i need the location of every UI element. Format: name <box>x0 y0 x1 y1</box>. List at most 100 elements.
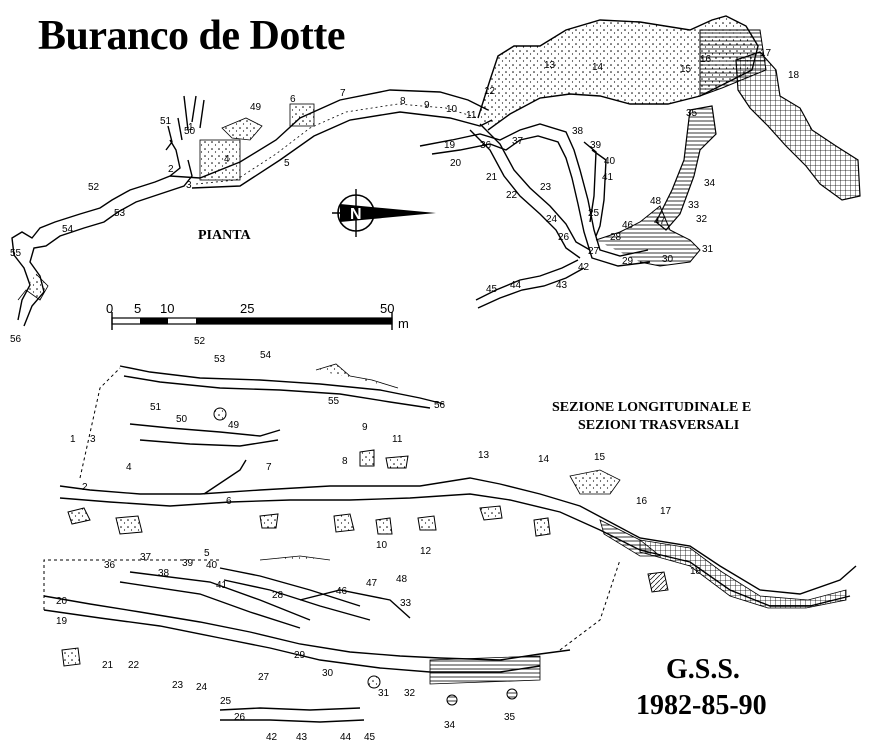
section-station-6: 6 <box>226 496 232 507</box>
plan-station-52: 52 <box>88 182 100 193</box>
plan-station-9: 9 <box>424 100 430 111</box>
section-station-16: 16 <box>636 496 648 507</box>
north-arrow-icon: N <box>332 189 436 237</box>
section-station-38: 38 <box>158 568 170 579</box>
section-station-49: 49 <box>228 420 240 431</box>
plan-station-20: 20 <box>450 158 462 169</box>
plan-station-18: 18 <box>788 70 800 81</box>
plan-station-13: 13 <box>544 60 556 71</box>
scale-unit: m <box>398 316 409 331</box>
section-station-48: 48 <box>396 574 408 585</box>
section-station-39: 39 <box>182 558 194 569</box>
plan-station-4: 4 <box>224 154 230 165</box>
section-station-40: 40 <box>206 560 218 571</box>
section-station-56: 56 <box>434 400 446 411</box>
section-station-2: 2 <box>82 482 88 493</box>
compass-letter: N <box>350 206 362 223</box>
section-station-1: 1 <box>70 434 76 445</box>
section-station-50: 50 <box>176 414 188 425</box>
plan-view <box>11 15 861 327</box>
section-station-25: 25 <box>220 696 232 707</box>
plan-station-25: 25 <box>588 208 600 219</box>
plan-station-24: 24 <box>546 214 558 225</box>
map-title: Buranco de Dotte <box>38 13 345 59</box>
plan-station-16: 16 <box>700 54 712 65</box>
plan-station-43: 43 <box>556 280 568 291</box>
section-station-35: 35 <box>504 712 516 723</box>
plan-station-55: 55 <box>10 248 22 259</box>
section-station-51: 51 <box>150 402 162 413</box>
plan-label: PIANTA <box>198 228 251 243</box>
plan-station-48: 48 <box>650 196 662 207</box>
plan-station-19: 19 <box>444 140 456 151</box>
plan-station-39: 39 <box>590 140 602 151</box>
plan-station-38: 38 <box>572 126 584 137</box>
plan-station-41: 41 <box>602 172 614 183</box>
section-station-28: 28 <box>272 590 284 601</box>
section-station-33: 33 <box>400 598 412 609</box>
section-station-23: 23 <box>172 680 184 691</box>
section-station-45: 45 <box>364 732 376 743</box>
section-station-15: 15 <box>594 452 606 463</box>
section-station-labels: 1 2 3 4 5 6 7 8 9 10 11 12 13 14 15 16 1… <box>56 336 702 743</box>
plan-station-12: 12 <box>484 86 496 97</box>
plan-station-49: 49 <box>250 102 262 113</box>
section-station-4: 4 <box>126 462 132 473</box>
section-station-13: 13 <box>478 450 490 461</box>
scale-tick-5: 5 <box>134 301 141 316</box>
plan-station-10: 10 <box>446 104 458 115</box>
plan-station-27: 27 <box>588 246 600 257</box>
section-station-37: 37 <box>140 552 152 563</box>
plan-station-2: 2 <box>168 164 174 175</box>
plan-station-11: 11 <box>466 110 477 121</box>
section-station-20: 20 <box>56 596 68 607</box>
section-station-41: 41 <box>216 580 228 591</box>
section-station-53: 53 <box>214 354 226 365</box>
section-station-27: 27 <box>258 672 270 683</box>
plan-station-29: 29 <box>622 256 634 267</box>
plan-station-47: 47 <box>654 216 666 227</box>
plan-station-15: 15 <box>680 64 692 75</box>
section-station-42: 42 <box>266 732 278 743</box>
section-station-21: 21 <box>102 660 114 671</box>
plan-station-36: 36 <box>480 140 492 151</box>
plan-station-6: 6 <box>290 94 296 105</box>
section-station-36: 36 <box>104 560 116 571</box>
section-station-12: 12 <box>420 546 432 557</box>
plan-station-30: 30 <box>662 254 674 265</box>
plan-station-3: 3 <box>186 180 192 191</box>
plan-station-23: 23 <box>540 182 552 193</box>
section-station-10: 10 <box>376 540 388 551</box>
plan-station-54: 54 <box>62 224 74 235</box>
plan-station-44: 44 <box>510 280 522 291</box>
section-station-22: 22 <box>128 660 140 671</box>
plan-station-34: 34 <box>704 178 716 189</box>
plan-station-14: 14 <box>592 62 604 73</box>
scale-tick-50: 50 <box>380 301 394 316</box>
scale-tick-25: 25 <box>240 301 254 316</box>
section-station-31: 31 <box>378 688 390 699</box>
plan-station-53: 53 <box>114 208 126 219</box>
plan-station-labels: 1 2 3 4 5 6 7 8 9 10 11 12 13 14 15 16 1… <box>10 48 800 345</box>
plan-station-40: 40 <box>604 156 616 167</box>
plan-station-28: 28 <box>610 232 622 243</box>
section-station-8: 8 <box>342 456 348 467</box>
section-station-29: 29 <box>294 650 306 661</box>
scale-bar: 0 5 10 25 50 m <box>106 301 409 331</box>
section-station-7: 7 <box>266 462 272 473</box>
section-station-52: 52 <box>194 336 206 347</box>
section-station-11: 11 <box>392 434 403 445</box>
section-station-34: 34 <box>444 720 456 731</box>
longitudinal-section <box>43 363 857 723</box>
plan-station-33: 33 <box>688 200 700 211</box>
section-station-44: 44 <box>340 732 352 743</box>
section-station-54: 54 <box>260 350 272 361</box>
plan-station-17: 17 <box>760 48 772 59</box>
section-station-46: 46 <box>336 586 348 597</box>
section-label-line2: SEZIONI TRASVERSALI <box>578 418 740 433</box>
section-station-47: 47 <box>366 578 378 589</box>
credit-group: G.S.S. <box>666 654 740 685</box>
section-station-19: 19 <box>56 616 68 627</box>
section-station-18: 18 <box>690 566 702 577</box>
